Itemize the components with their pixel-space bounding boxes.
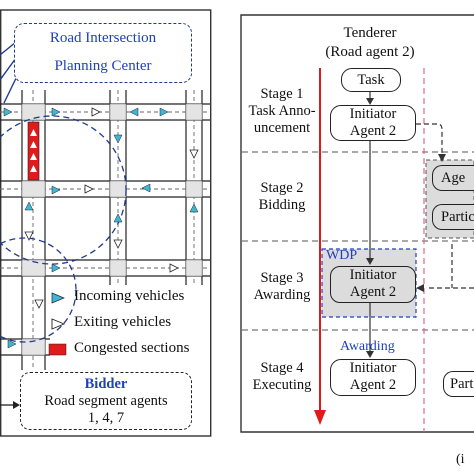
stage-4-label: Stage 4 Executing <box>244 360 320 394</box>
stage-4-title: Stage 4 <box>260 360 304 376</box>
initiator-4-line1: Initiator <box>349 360 397 376</box>
legend-congested: Congested sections <box>74 340 190 356</box>
initiator-3-line2: Agent 2 <box>349 284 397 300</box>
initiator-agent-stage1: Initiator Agent 2 <box>330 105 416 141</box>
tenderer-line2: (Road agent 2) <box>325 44 415 60</box>
incoming-vehicle-icon <box>51 292 65 304</box>
stage-1-label: Stage 1 Task Anno- uncement <box>244 86 320 137</box>
stage-2-line2: Bidding <box>258 197 306 213</box>
exiting-vehicle-icon <box>51 318 66 330</box>
planning-center-box: Road Intersection Planning Center <box>14 23 192 83</box>
stage-1-title: Stage 1 <box>260 86 304 102</box>
congested-legend-icon <box>48 343 67 356</box>
right-panel: Tenderer (Road agent 2) Stage 1 Task Ann… <box>240 0 474 474</box>
stage-3-title: Stage 3 <box>260 270 304 286</box>
initiator-1-line1: Initiator <box>349 106 397 122</box>
agent-node-partial: Age <box>432 165 474 191</box>
planning-center-line2: Planning Center <box>54 58 152 74</box>
stage-2-title: Stage 2 <box>260 180 304 196</box>
task-node: Task <box>341 68 401 92</box>
bidder-line1: Road segment agents <box>44 393 168 409</box>
awarding-label: Awarding <box>340 339 395 354</box>
figure-label-partial: (i <box>456 452 465 467</box>
bidder-box: Bidder Road segment agents 1, 4, 7 <box>20 372 192 430</box>
stage-2-label: Stage 2 Bidding <box>244 180 320 214</box>
initiator-1-line2: Agent 2 <box>349 123 397 139</box>
stage-1-line3: uncement <box>253 120 311 136</box>
left-panel: Road Intersection Planning Center Incomi… <box>0 0 222 445</box>
initiator-agent-stage4: Initiator Agent 2 <box>330 359 416 396</box>
stage-3-line2: Awarding <box>253 287 311 303</box>
stage-4-line2: Executing <box>252 377 312 393</box>
road-network-graphic <box>0 9 212 437</box>
planning-center-line1: Road Intersection <box>49 30 157 46</box>
wdp-label: WDP <box>326 248 358 263</box>
participant-node-stage4-partial: Part <box>443 371 474 397</box>
bidder-title: Bidder <box>84 376 128 392</box>
participant-node-partial: Partic <box>432 204 474 230</box>
initiator-3-line1: Initiator <box>349 267 397 283</box>
initiator-4-line2: Agent 2 <box>349 377 397 393</box>
congested-section <box>27 121 40 181</box>
stage-3-label: Stage 3 Awarding <box>244 270 320 304</box>
stage-1-line2: Task Anno- <box>248 103 316 119</box>
bidder-line2: 1, 4, 7 <box>87 410 125 426</box>
tenderer-label: Tenderer (Road agent 2) <box>310 24 430 62</box>
legend-exiting: Exiting vehicles <box>74 314 172 330</box>
initiator-agent-stage3: Initiator Agent 2 <box>330 266 416 303</box>
legend-incoming: Incoming vehicles <box>74 288 185 304</box>
tenderer-line1: Tenderer <box>343 25 397 41</box>
